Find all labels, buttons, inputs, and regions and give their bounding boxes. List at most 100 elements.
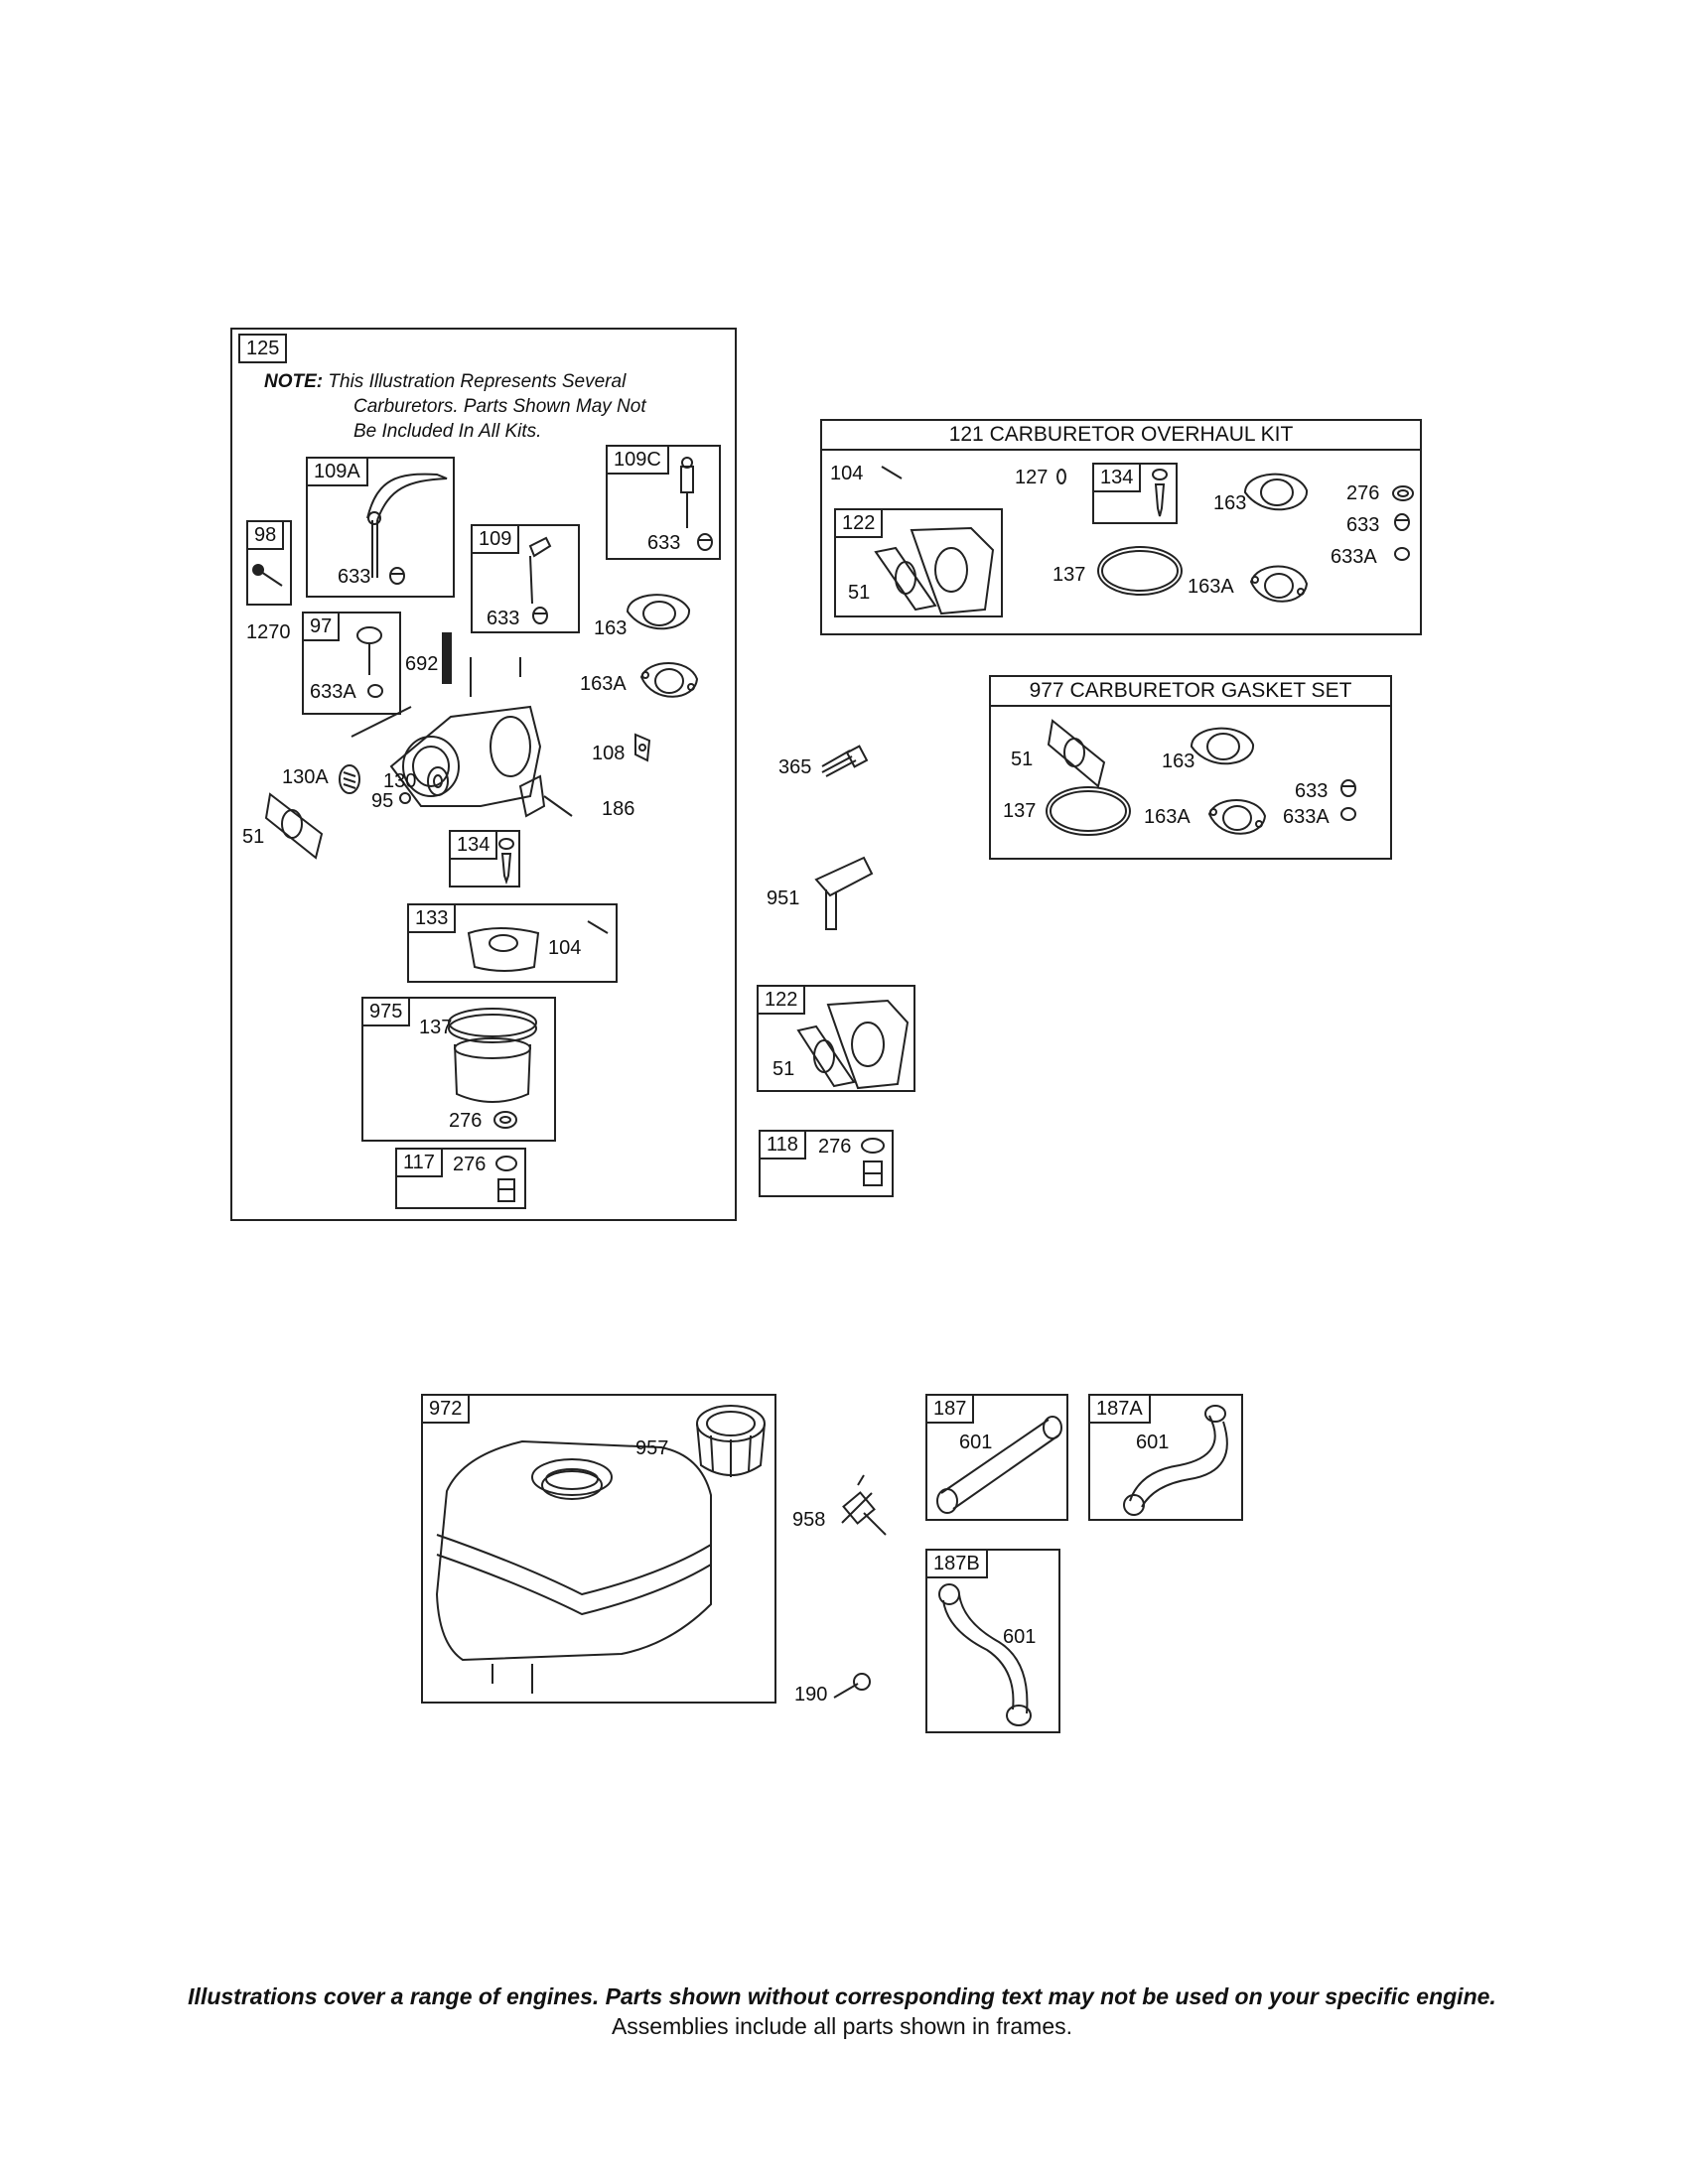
needle-valve-icon [498, 838, 514, 886]
label-633A: 633A [1331, 546, 1377, 568]
bowl-nut-icon [495, 1156, 517, 1202]
gasket-set-title: 977 CARBURETOR GASKET SET [991, 677, 1390, 707]
box-117: 117 276 [395, 1148, 526, 1209]
label-163A: 163A [1144, 806, 1191, 828]
label-276: 276 [1346, 482, 1380, 504]
frame-125-id: 125 [238, 334, 288, 363]
bolt-icon [821, 745, 869, 777]
seal-icon [1340, 779, 1356, 797]
gasket-icon [1047, 719, 1106, 788]
label-137: 137 [1003, 800, 1037, 822]
box-187: 187 601 [925, 1394, 1068, 1521]
note-text: NOTE: This Illustration Represents Sever… [264, 369, 646, 444]
label-163: 163 [594, 617, 628, 639]
seal-icon [697, 533, 713, 551]
fuel-valve-icon [841, 1474, 887, 1536]
fuel-line-icon [1123, 1405, 1228, 1516]
gasket-icon [626, 594, 691, 630]
bowl-gasket-icon [1097, 546, 1183, 596]
label-633: 633 [338, 566, 371, 588]
seal-icon [1394, 513, 1410, 531]
seal-icon [532, 607, 548, 624]
idle-screw-icon [356, 626, 382, 675]
box-98: 98 [246, 520, 292, 606]
spacer-gasket-icon [796, 999, 910, 1090]
label-137: 137 [1052, 564, 1086, 586]
label-276: 276 [453, 1154, 487, 1175]
box-109C: 109C 633 [606, 445, 721, 560]
gasket-icon [264, 792, 324, 860]
label-130: 130 [383, 770, 417, 792]
carburetor-overhaul-kit: 121 CARBURETOR OVERHAUL KIT 104 127 134 … [820, 419, 1422, 635]
label-633: 633 [647, 532, 681, 554]
tag-187B: 187B [925, 1549, 988, 1578]
label-137: 137 [419, 1017, 453, 1038]
float-bowl-icon [448, 1008, 537, 1103]
tag-109: 109 [471, 524, 520, 554]
label-951: 951 [767, 887, 800, 909]
label-633A: 633A [310, 681, 356, 703]
tag-134: 134 [1092, 463, 1142, 492]
throttle-lever-icon [528, 536, 552, 605]
fuel-line-icon [938, 1583, 1032, 1726]
box-109: 109 633 [471, 524, 580, 633]
spring-icon [339, 764, 360, 794]
note-line-2: Carburetors. Parts Shown May Not [353, 396, 646, 417]
label-130A: 130A [282, 766, 329, 788]
box-187A: 187A 601 [1088, 1394, 1243, 1521]
label-163: 163 [1213, 492, 1247, 514]
label-186: 186 [602, 798, 635, 820]
box-122: 122 51 [757, 985, 915, 1092]
bowl-gasket-icon [1046, 786, 1131, 836]
label-104: 104 [830, 463, 864, 484]
pin-icon [442, 632, 452, 684]
label-276: 276 [818, 1136, 852, 1158]
label-957: 957 [635, 1437, 669, 1459]
pin-icon [881, 466, 903, 479]
box-109A: 109A 633 [306, 457, 455, 598]
label-633: 633 [487, 608, 520, 629]
box-975: 975 137 276 [361, 997, 556, 1142]
box-97: 97 633A [302, 612, 401, 715]
tag-109A: 109A [306, 457, 368, 486]
label-633: 633 [1295, 780, 1329, 802]
label-51: 51 [242, 826, 265, 848]
label-104: 104 [548, 937, 582, 959]
tag-118: 118 [759, 1130, 806, 1160]
choke-shaft-icon [366, 473, 448, 578]
screw-icon [833, 1673, 871, 1699]
tag-187: 187 [925, 1394, 975, 1424]
note-line-3: Be Included In All Kits. [353, 421, 542, 442]
frame-125: 125 NOTE: This Illustration Represents S… [230, 328, 737, 1221]
tag-122: 122 [757, 985, 806, 1015]
kit-box-134: 134 [1092, 463, 1178, 524]
o-ring-icon [367, 684, 383, 698]
disclaimer-text: Illustrations cover a range of engines. … [188, 1983, 1496, 2009]
label-601: 601 [1003, 1626, 1037, 1648]
tag-97: 97 [302, 612, 341, 641]
float-icon [467, 920, 609, 972]
washer-icon [427, 766, 449, 796]
tag-98: 98 [246, 520, 285, 550]
label-108: 108 [592, 743, 626, 764]
label-190: 190 [794, 1684, 828, 1706]
gasket-icon [639, 662, 699, 698]
label-633: 633 [1346, 514, 1380, 536]
label-1270: 1270 [246, 621, 291, 643]
carburetor-body-icon [351, 657, 573, 818]
tag-109C: 109C [606, 445, 669, 475]
tag-117: 117 [395, 1148, 443, 1177]
label-163A: 163A [580, 673, 627, 695]
label-51: 51 [1011, 749, 1034, 770]
tag-187A: 187A [1088, 1394, 1151, 1424]
box-187B: 187B 601 [925, 1549, 1060, 1733]
label-601: 601 [1136, 1432, 1170, 1453]
label-276: 276 [449, 1110, 483, 1132]
tag-122: 122 [834, 508, 884, 538]
o-ring-icon [1394, 547, 1410, 561]
label-633A: 633A [1283, 806, 1330, 828]
gasket-small-icon [634, 733, 651, 762]
label-163A: 163A [1188, 576, 1234, 598]
label-601: 601 [959, 1432, 993, 1453]
o-ring-icon [493, 1111, 517, 1129]
